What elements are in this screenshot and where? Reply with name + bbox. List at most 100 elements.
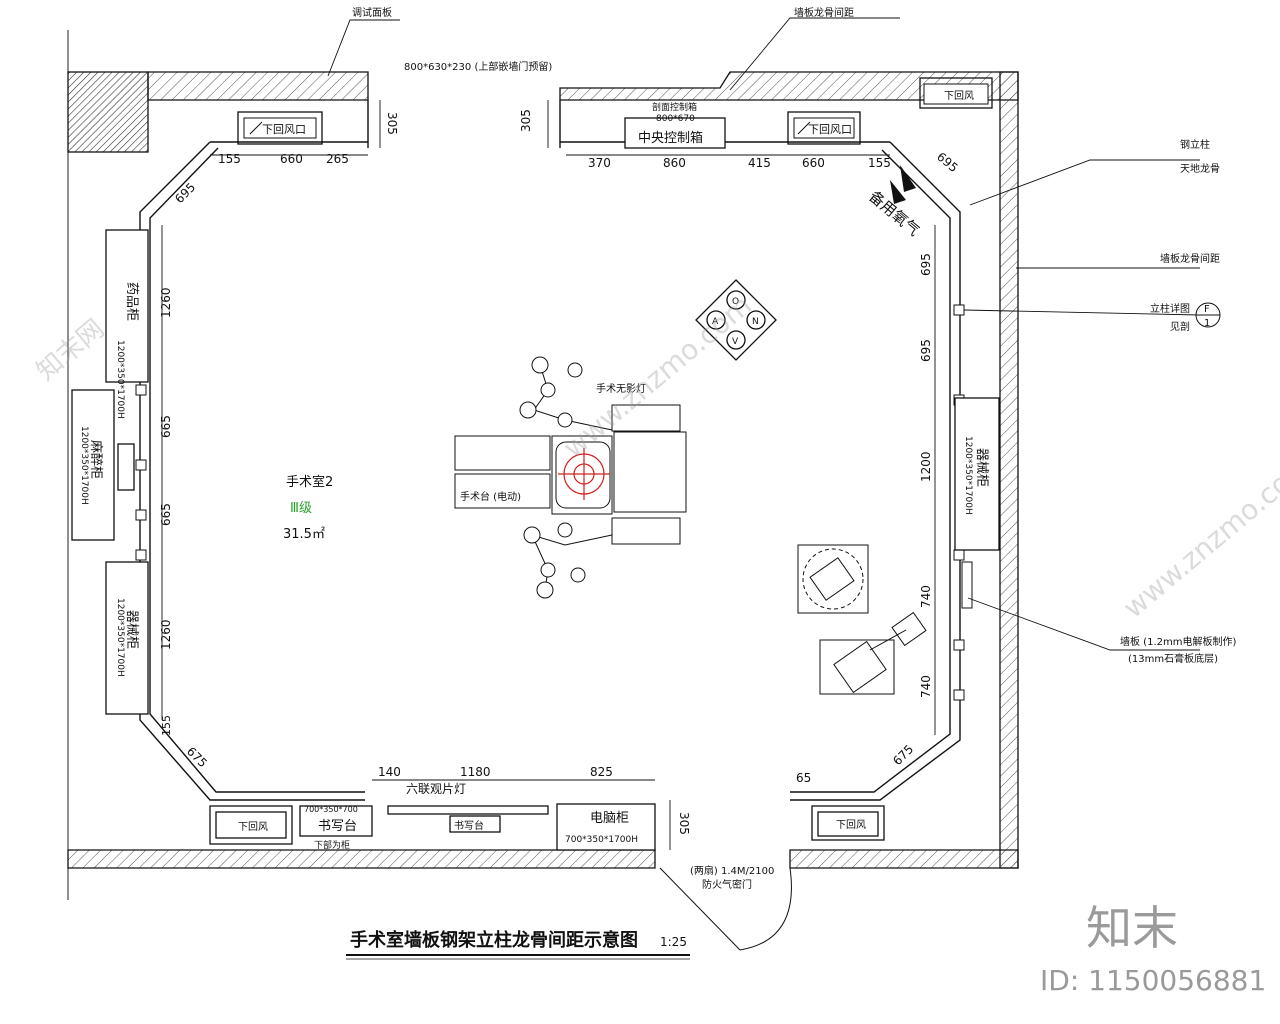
bottom-furniture [209, 803, 885, 851]
callout-right-4a: 墙板 (1.2mm电解板制作) [1120, 635, 1236, 648]
bed-note: 手术台 (电动) [460, 490, 521, 503]
drawing-scale: 1:25 [660, 935, 687, 949]
film-viewer-label: 六联观片灯 [406, 782, 466, 796]
vent-small-bl: 下回风 [238, 821, 268, 833]
dim-left-0: 1260 [159, 287, 173, 318]
dim-bottom-1: 1180 [460, 765, 491, 779]
dim-top-left-0: 155 [218, 152, 241, 166]
elec-cab-label: 电脑柜 [590, 811, 629, 826]
callout-top-right: 墙板龙骨间距 [794, 6, 854, 19]
left-cabinets [71, 229, 149, 715]
dim-top-left-diag: 695 [172, 180, 198, 206]
gas-label-n: N [752, 317, 759, 327]
dim-right-2: 1200 [919, 451, 933, 482]
viewer-sub-label: 书写台 [454, 819, 484, 832]
dim-bottom-0: 140 [378, 765, 401, 779]
return-vent-top-left: 下回风口 [237, 111, 323, 145]
room-grade: Ⅲ级 [290, 501, 312, 516]
dim-top-right-depth: 305 [519, 109, 533, 132]
brand-watermark: 知末 [1086, 901, 1178, 955]
outer-wall [67, 71, 1019, 869]
dim-top-right-1: 860 [663, 156, 686, 170]
dim-right-0: 695 [919, 253, 933, 276]
dimension-texts: 155 660 265 305 370 860 415 660 155 305 … [159, 109, 961, 835]
drawing-title-text: 手术室墙板钢架立柱龙骨间距示意图 [350, 929, 638, 951]
door-swing [659, 867, 792, 951]
dimension-lines [161, 100, 936, 850]
operating-bed [454, 404, 687, 545]
dim-left-1: 665 [159, 415, 173, 438]
dim-bottom-2: 825 [590, 765, 613, 779]
dim-top-left-2: 265 [326, 152, 349, 166]
dim-top-left-1: 660 [280, 152, 303, 166]
dim-top-right-4: 155 [868, 156, 891, 170]
dim-left-4: 155 [160, 715, 173, 736]
cabinet-mid-name: 麻醉柜 [88, 440, 104, 479]
door-note-b: 防火气密门 [702, 878, 752, 891]
vent-small-label: 下回风 [944, 90, 974, 102]
dim-bottom-depth: 305 [677, 812, 691, 835]
id-watermark: ID: 1150056881 [1040, 964, 1267, 997]
callout-right-3a: 立柱详图 [1150, 302, 1190, 315]
dim-right-4: 740 [919, 675, 933, 698]
vent-corner-top-right: 下回风 [919, 77, 993, 109]
return-vent-label: 下回风口 [808, 123, 852, 136]
bottom-furniture-texts: 下回风 700*350*700 书写台 下部为柜 书写台 电脑柜 700*350… [238, 805, 866, 851]
gas-outlet-box [695, 279, 777, 361]
dim-top-right-3: 660 [802, 156, 825, 170]
central-control-box: 剖面控制箱 800*670 中央控制箱 [624, 101, 726, 149]
writing-desk-sub: 下部为柜 [314, 839, 350, 851]
right-cabinet: 1200*350*1700H 器械柜 [954, 397, 1000, 609]
room-area: 31.5㎡ [283, 527, 325, 542]
cabinet-upper-size: 1200*350*1700H [115, 340, 125, 419]
dim-bottom-right-diag: 675 [890, 742, 916, 768]
callout-right-1a: 钢立柱 [1180, 138, 1210, 151]
door-note-a: (两扇) 1.4M/2100 [690, 864, 774, 877]
writing-desk-label: 书写台 [318, 819, 357, 834]
vent-small-br: 下回风 [836, 819, 866, 831]
dim-top-right-diag: 695 [934, 150, 961, 175]
callout-top-left: 调试面板 [352, 6, 392, 19]
right-cabinet-size: 1200*350*1700H [963, 436, 973, 515]
cabinet-mid-size: 1200*350*1700H [79, 426, 89, 505]
dim-top-left-depth: 305 [385, 112, 399, 135]
dim-left-2: 665 [159, 503, 173, 526]
surgical-lamp [558, 448, 610, 500]
lamp-arms [519, 356, 613, 599]
callout-right-1b: 天地龙骨 [1180, 162, 1220, 175]
inner-panel-wall [139, 100, 961, 801]
detail-ref-top: F [1204, 304, 1210, 315]
right-cabinet-name: 器械柜 [974, 448, 989, 487]
cabinet-lower-size: 1200*350*1700H [115, 598, 125, 677]
dim-left-3: 1260 [159, 619, 173, 650]
callout-leaders [327, 17, 1201, 651]
detail-ref-bottom: 1 [1204, 318, 1210, 329]
callout-right-3b: 见剖 [1170, 320, 1190, 333]
dim-right-1: 695 [919, 339, 933, 362]
central-panel-size: 800*670 [656, 114, 695, 124]
room-label: 手术室2 Ⅲ级 31.5㎡ [283, 474, 333, 542]
gas-label-a: A [712, 317, 719, 327]
left-cabinet-texts: 1200*350*1700H 药品柜 1200*350*1700H 麻醉柜 12… [79, 282, 139, 677]
callout-right-2: 墙板龙骨间距 [1160, 252, 1220, 265]
callout-top-center: 800*630*230 (上部嵌墙门预留) [404, 60, 552, 73]
central-panel-label: 中央控制箱 [638, 130, 703, 146]
gas-label-v: V [732, 337, 739, 347]
central-panel-top-label: 剖面控制箱 [652, 101, 697, 113]
return-vent-top-right: 下回风口 [787, 111, 861, 145]
table-note: 手术无影灯 [596, 382, 646, 395]
cabinet-lower-name: 器械柜 [124, 610, 139, 649]
dim-bottom-right-gap: 65 [796, 771, 811, 785]
cabinet-upper-name: 药品柜 [124, 282, 139, 321]
writing-desk-size: 700*350*700 [304, 805, 358, 814]
return-vent-label: 下回风口 [262, 123, 306, 136]
callout-right-4b: (13mm石膏板底层) [1128, 652, 1218, 665]
gas-outlet-labels: O A N V [712, 297, 759, 347]
dim-right-3: 740 [919, 585, 933, 608]
gas-label-o: O [732, 297, 739, 307]
dim-top-right-2: 415 [748, 156, 771, 170]
anesthesia-machine [797, 544, 927, 695]
room-name: 手术室2 [286, 474, 333, 490]
dim-top-right-0: 370 [588, 156, 611, 170]
